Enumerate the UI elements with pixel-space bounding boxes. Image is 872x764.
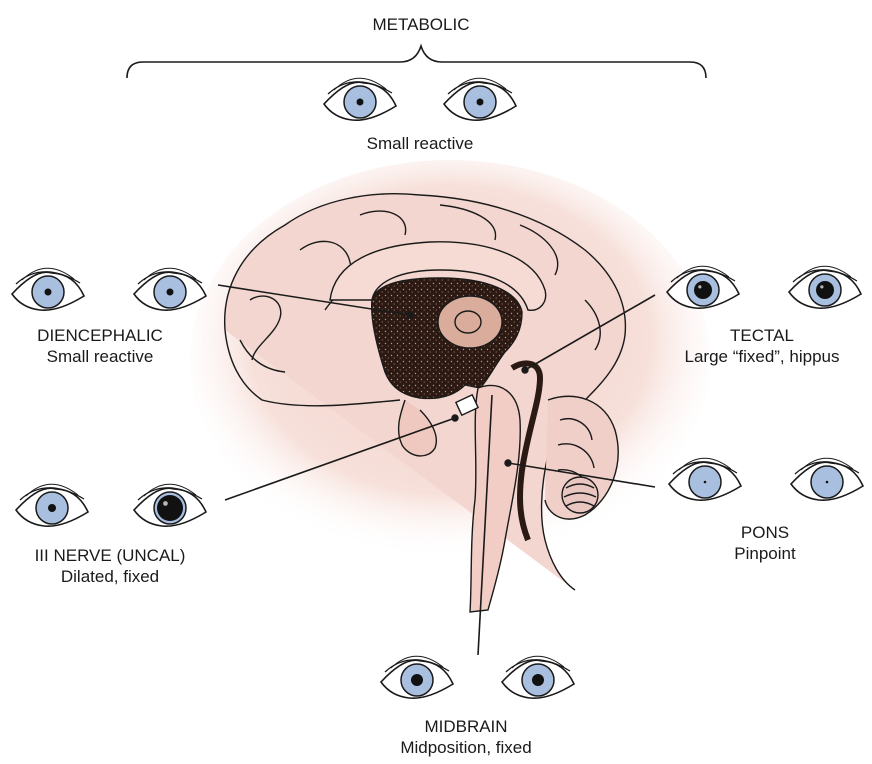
tectal-eye-left bbox=[665, 265, 741, 310]
tectal-desc: Large “fixed”, hippus bbox=[684, 347, 840, 366]
diencephalic-label: DIENCEPHALIC Small reactive bbox=[0, 325, 200, 367]
metabolic-eye-left bbox=[322, 77, 398, 122]
pupil-icon bbox=[703, 480, 707, 484]
midbrain-eye-right bbox=[500, 655, 576, 700]
pons-eye-left bbox=[667, 457, 743, 502]
leader-midbrain bbox=[477, 394, 493, 656]
pupil-icon bbox=[411, 674, 423, 686]
metabolic-eye-right bbox=[442, 77, 518, 122]
ventricle-system bbox=[329, 241, 547, 613]
third-nerve-label: III NERVE (UNCAL) Dilated, fixed bbox=[0, 545, 220, 587]
pons-eye-right bbox=[789, 457, 865, 502]
pupil-icon bbox=[694, 281, 712, 299]
third-nerve-desc: Dilated, fixed bbox=[60, 567, 160, 586]
leader-tectal bbox=[524, 294, 656, 371]
leader-diencephalic bbox=[217, 284, 411, 316]
pons-title: PONS bbox=[740, 523, 790, 542]
metabolic-desc: Small reactive bbox=[366, 134, 474, 153]
diencephalic-eye-left bbox=[10, 267, 86, 312]
tectal-title: TECTAL bbox=[730, 326, 794, 345]
midbrain-desc: Midposition, fixed bbox=[400, 738, 532, 757]
third-nerve-eye-right bbox=[132, 483, 208, 528]
pupil-icon bbox=[48, 504, 56, 512]
midbrain-title: MIDBRAIN bbox=[424, 717, 508, 736]
diencephalic-title: DIENCEPHALIC bbox=[37, 326, 163, 345]
midbrain-label: MIDBRAIN Midposition, fixed bbox=[366, 716, 566, 758]
pupil-icon bbox=[166, 288, 174, 296]
pons-desc: Pinpoint bbox=[734, 544, 796, 563]
pupil-icon bbox=[476, 98, 484, 106]
third-nerve-title: III NERVE (UNCAL) bbox=[34, 546, 186, 565]
diencephalic-eye-right bbox=[132, 267, 208, 312]
diencephalic-desc: Small reactive bbox=[46, 347, 154, 366]
tectal-eye-right bbox=[787, 265, 863, 310]
third-nerve-eye-left bbox=[14, 483, 90, 528]
pupil-icon bbox=[825, 480, 829, 484]
tectal-label: TECTAL Large “fixed”, hippus bbox=[652, 325, 872, 367]
pupil-icon bbox=[356, 98, 364, 106]
leader-pons bbox=[507, 462, 656, 488]
leader-third-nerve bbox=[224, 417, 456, 501]
pupil-icon bbox=[532, 674, 544, 686]
midbrain-eye-left bbox=[379, 655, 455, 700]
pons-label: PONS Pinpoint bbox=[690, 522, 840, 564]
pupil-icon bbox=[157, 495, 183, 521]
metabolic-title: METABOLIC bbox=[372, 15, 470, 34]
pupil-icon bbox=[44, 288, 52, 296]
metabolic-bracket bbox=[126, 43, 707, 79]
pupil-icon bbox=[816, 281, 834, 299]
